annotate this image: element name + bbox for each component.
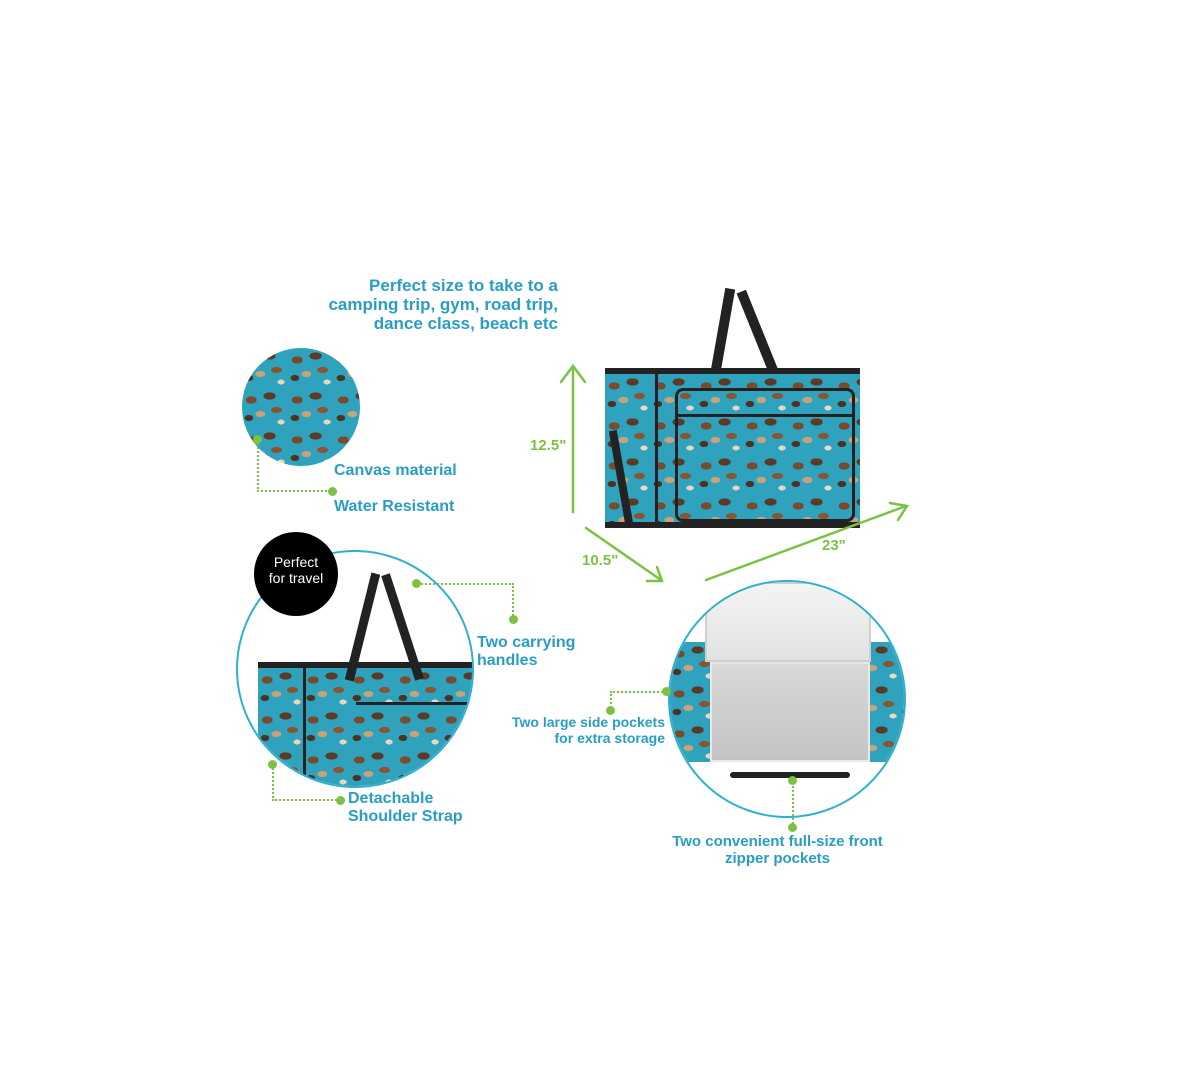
strap-line2: Shoulder Strap — [348, 807, 463, 825]
bottom-handle — [730, 772, 850, 778]
callout-dot — [253, 435, 262, 444]
callout-dot — [412, 579, 421, 588]
pocket-zipper — [677, 414, 852, 417]
headline: Perfect size to take to a camping trip, … — [290, 276, 558, 333]
water-resistant-label: Water Resistant — [334, 498, 455, 515]
callout-dot — [509, 615, 518, 624]
front-pocket — [675, 388, 855, 522]
callout-dot — [606, 706, 615, 715]
callout-dot — [788, 823, 797, 832]
depth-dimension: 10.5" — [582, 552, 619, 569]
main-bag-image — [605, 280, 875, 540]
width-dimension: 23" — [822, 537, 846, 554]
bag-zipper-trim — [303, 662, 306, 786]
side-pockets-line1: Two large side pockets — [511, 714, 665, 730]
badge-line2: for travel — [268, 570, 324, 587]
callout-dot — [662, 687, 671, 696]
strap-label: Detachable Shoulder Strap — [348, 790, 463, 826]
callout-line — [272, 765, 340, 801]
callout-dot — [788, 776, 797, 785]
strap-line1: Detachable — [348, 790, 434, 807]
callout-line — [610, 691, 666, 711]
bag-interior-circle — [668, 580, 906, 818]
fabric-swatch-image — [242, 348, 360, 466]
front-pockets-line2: zipper pockets — [724, 849, 831, 867]
bag-pocket-trim — [356, 702, 472, 705]
bag-body — [258, 662, 472, 786]
headline-line1: Perfect size to take to a — [369, 276, 558, 295]
handles-label: Two carrying handles — [477, 634, 575, 670]
callout-dot — [328, 487, 337, 496]
handles-line1: Two carrying — [477, 634, 576, 651]
badge-line1: Perfect — [273, 554, 319, 570]
callout-line — [257, 440, 331, 492]
perfect-for-travel-badge: Perfect for travel — [254, 532, 338, 616]
callout-dot — [268, 760, 277, 769]
callout-line — [792, 782, 794, 824]
front-pockets-label: Two convenient full-size front zipper po… — [640, 833, 915, 868]
front-pockets-line1: Two convenient full-size front — [672, 833, 883, 850]
side-zipper — [655, 372, 658, 522]
side-pockets-line2: for extra storage — [554, 729, 665, 746]
headline-line3: dance class, beach etc — [373, 314, 558, 334]
callout-dot — [336, 796, 345, 805]
interior-lining — [710, 662, 870, 762]
open-lid — [705, 582, 871, 662]
bag-side-view-circle — [236, 550, 474, 788]
headline-line2: camping trip, gym, road trip, — [328, 295, 558, 315]
callout-line — [418, 583, 514, 619]
bag-body — [605, 368, 860, 528]
canvas-material-label: Canvas material — [334, 462, 457, 479]
height-dimension: 12.5" — [530, 437, 567, 454]
handles-line2: handles — [477, 651, 538, 669]
side-pockets-label: Two large side pockets for extra storage — [490, 714, 665, 746]
